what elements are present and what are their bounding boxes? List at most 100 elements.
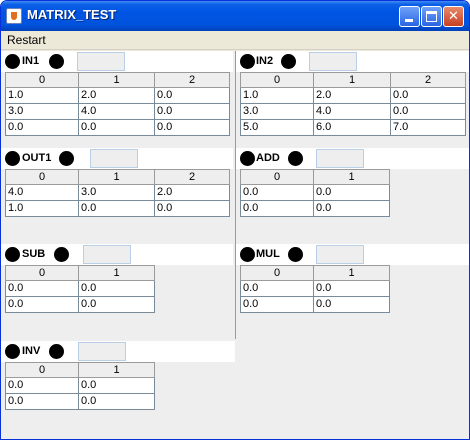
column-header[interactable]: 1 bbox=[79, 265, 155, 281]
column-header[interactable]: 1 bbox=[79, 362, 155, 378]
menu-bar: Restart bbox=[1, 31, 469, 50]
table-cell[interactable]: 2.0 bbox=[155, 185, 230, 201]
column-header[interactable]: 2 bbox=[155, 72, 230, 88]
panel-header-in2: IN2 bbox=[236, 51, 469, 72]
status-dot-icon bbox=[5, 344, 20, 359]
panel-title: ADD bbox=[256, 152, 280, 164]
column-header[interactable]: 0 bbox=[240, 265, 314, 281]
panel-value-field[interactable] bbox=[316, 149, 364, 168]
table-cell[interactable]: 6.0 bbox=[314, 120, 391, 136]
table-cell[interactable]: 0.0 bbox=[314, 201, 390, 217]
table-cell[interactable]: 3.0 bbox=[5, 104, 79, 120]
table-cell[interactable]: 0.0 bbox=[5, 120, 79, 136]
column-header[interactable]: 0 bbox=[5, 362, 79, 378]
panel-title: INV bbox=[22, 345, 41, 357]
table-cell[interactable]: 1.0 bbox=[240, 88, 314, 104]
column-header[interactable]: 1 bbox=[79, 72, 155, 88]
table-cell[interactable]: 0.0 bbox=[79, 297, 155, 313]
panel-value-field[interactable] bbox=[316, 245, 364, 264]
menu-restart[interactable]: Restart bbox=[7, 33, 46, 47]
table-cell[interactable]: 7.0 bbox=[391, 120, 466, 136]
panel-header-out1: OUT1 bbox=[1, 148, 233, 169]
status-dot-icon bbox=[49, 344, 64, 359]
table-cell[interactable]: 1.0 bbox=[5, 88, 79, 104]
status-dot-icon bbox=[240, 151, 255, 166]
column-header[interactable]: 0 bbox=[5, 265, 79, 281]
table-cell[interactable]: 0.0 bbox=[79, 120, 155, 136]
panel-value-field[interactable] bbox=[309, 52, 357, 71]
status-dot-icon bbox=[49, 54, 64, 69]
table-cell[interactable]: 0.0 bbox=[391, 104, 466, 120]
table-cell[interactable]: 0.0 bbox=[240, 185, 314, 201]
table-cell[interactable]: 0.0 bbox=[155, 104, 230, 120]
table-cell[interactable]: 0.0 bbox=[314, 185, 390, 201]
close-button[interactable]: ✕ bbox=[443, 6, 464, 27]
table-cell[interactable]: 3.0 bbox=[79, 185, 155, 201]
panel-value-field[interactable] bbox=[83, 245, 131, 264]
status-dot-icon bbox=[288, 151, 303, 166]
minimize-icon bbox=[405, 19, 413, 22]
table-cell[interactable]: 0.0 bbox=[155, 120, 230, 136]
table-cell[interactable]: 0.0 bbox=[5, 297, 79, 313]
panel-header-mul: MUL bbox=[236, 244, 469, 265]
panel-title: OUT1 bbox=[22, 152, 52, 164]
java-app-icon[interactable] bbox=[6, 8, 22, 24]
panel-value-field[interactable] bbox=[90, 149, 138, 168]
table-cell[interactable]: 5.0 bbox=[240, 120, 314, 136]
table-cell[interactable]: 0.0 bbox=[79, 394, 155, 410]
panel-value-field[interactable] bbox=[77, 52, 125, 71]
table-cell[interactable]: 0.0 bbox=[240, 281, 314, 297]
table-cell[interactable]: 2.0 bbox=[79, 88, 155, 104]
panel-header-in1: IN1 bbox=[1, 51, 233, 72]
column-header[interactable]: 2 bbox=[155, 169, 230, 185]
table-cell[interactable]: 4.0 bbox=[79, 104, 155, 120]
table-cell[interactable]: 0.0 bbox=[79, 378, 155, 394]
panel-header-add: ADD bbox=[236, 148, 469, 169]
minimize-button[interactable] bbox=[399, 6, 420, 27]
table-cell[interactable]: 4.0 bbox=[5, 185, 79, 201]
table-cell[interactable]: 0.0 bbox=[79, 201, 155, 217]
table-cell[interactable]: 0.0 bbox=[391, 88, 466, 104]
table-cell[interactable]: 1.0 bbox=[5, 201, 79, 217]
panel-header-inv: INV bbox=[1, 341, 235, 362]
table-cell[interactable]: 0.0 bbox=[5, 378, 79, 394]
column-header[interactable]: 1 bbox=[79, 169, 155, 185]
panel-value-field[interactable] bbox=[78, 342, 126, 361]
table-cell[interactable]: 0.0 bbox=[314, 281, 390, 297]
column-header[interactable]: 2 bbox=[391, 72, 466, 88]
column-header[interactable]: 1 bbox=[314, 265, 390, 281]
status-dot-icon bbox=[5, 247, 20, 262]
table-cell[interactable]: 0.0 bbox=[314, 297, 390, 313]
column-header[interactable]: 0 bbox=[240, 72, 314, 88]
column-header[interactable]: 0 bbox=[240, 169, 314, 185]
panel-title: IN2 bbox=[256, 55, 274, 67]
table-cell[interactable]: 0.0 bbox=[5, 281, 79, 297]
table-cell[interactable]: 0.0 bbox=[79, 281, 155, 297]
window-title: MATRIX_TEST bbox=[27, 7, 117, 22]
panel-title: MUL bbox=[256, 248, 280, 260]
table-cell[interactable]: 0.0 bbox=[155, 88, 230, 104]
column-header[interactable]: 0 bbox=[5, 72, 79, 88]
title-bar[interactable]: MATRIX_TEST ✕ bbox=[1, 1, 469, 31]
table-cell[interactable]: 0.0 bbox=[5, 394, 79, 410]
table-cell[interactable]: 0.0 bbox=[155, 201, 230, 217]
column-header[interactable]: 1 bbox=[314, 169, 390, 185]
column-header[interactable]: 1 bbox=[314, 72, 391, 88]
split-divider[interactable] bbox=[235, 51, 236, 339]
close-icon: ✕ bbox=[448, 9, 459, 24]
status-dot-icon bbox=[59, 151, 74, 166]
maximize-button[interactable] bbox=[421, 6, 442, 27]
panel-title: IN1 bbox=[22, 55, 40, 67]
panel-header-sub: SUB bbox=[1, 244, 233, 265]
column-header[interactable]: 0 bbox=[5, 169, 79, 185]
status-dot-icon bbox=[281, 54, 296, 69]
status-dot-icon bbox=[240, 247, 255, 262]
table-cell[interactable]: 0.0 bbox=[240, 297, 314, 313]
table-cell[interactable]: 2.0 bbox=[314, 88, 391, 104]
status-dot-icon bbox=[54, 247, 69, 262]
table-cell[interactable]: 4.0 bbox=[314, 104, 391, 120]
table-cell[interactable]: 0.0 bbox=[240, 201, 314, 217]
status-dot-icon bbox=[240, 54, 255, 69]
table-cell[interactable]: 3.0 bbox=[240, 104, 314, 120]
